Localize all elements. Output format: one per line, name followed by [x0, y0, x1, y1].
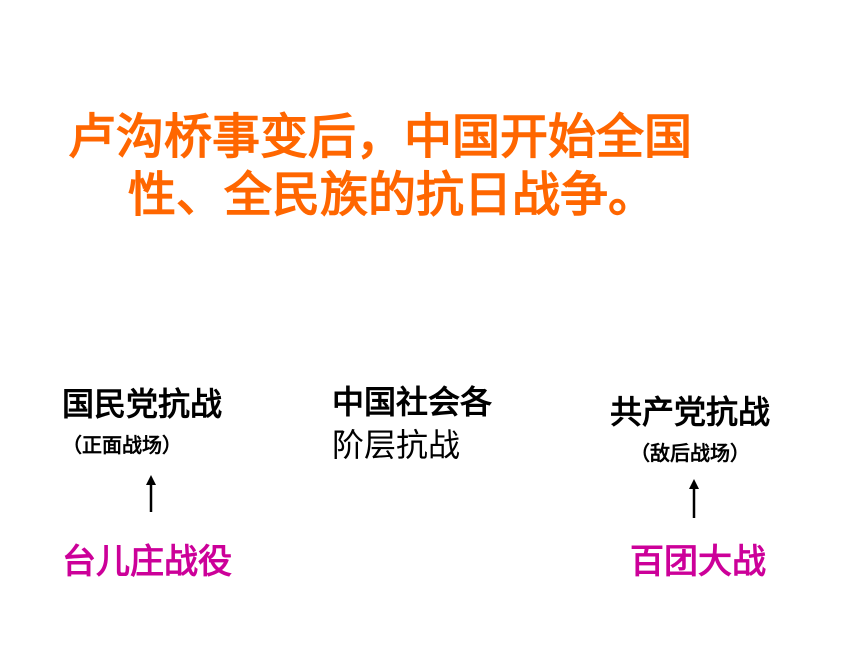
- society-resistance-line-2: 阶层抗战: [332, 426, 461, 464]
- kmt-resistance-title: 国民党抗战: [62, 385, 223, 423]
- up-arrow-icon-left: [143, 474, 159, 514]
- hundred-regiments-battle-label: 百团大战: [630, 542, 766, 582]
- taierzhuang-battle-label: 台儿庄战役: [62, 542, 232, 582]
- ccp-enemy-rear-battlefield-label: （敌后战场）: [630, 441, 750, 465]
- kmt-front-battlefield-label: （正面战场）: [62, 433, 182, 457]
- ccp-resistance-title: 共产党抗战: [610, 393, 771, 431]
- headline-line-2: 性、全民族的抗日战争。: [128, 167, 657, 223]
- up-arrow-icon-right: [686, 478, 702, 520]
- headline-line-1: 卢沟桥事变后，中国开始全国: [68, 109, 693, 165]
- society-resistance-line-1: 中国社会各: [332, 383, 493, 421]
